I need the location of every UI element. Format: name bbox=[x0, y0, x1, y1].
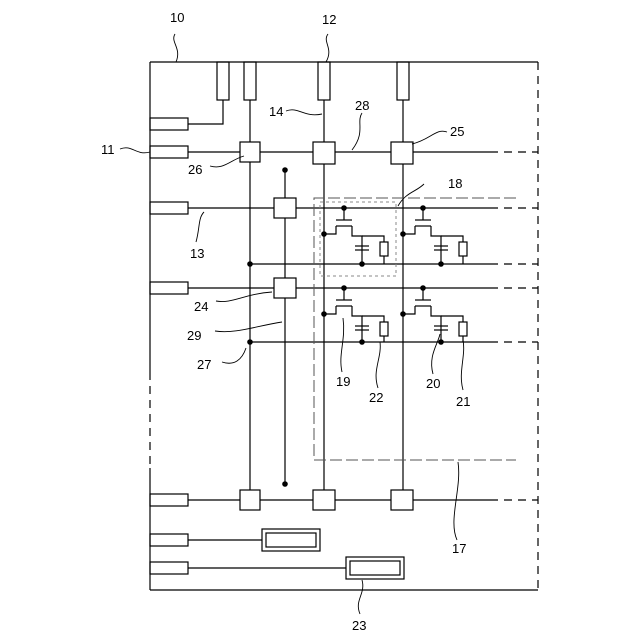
top-terminals bbox=[217, 62, 409, 100]
reference-labels: 10 12 11 14 28 25 26 18 13 24 29 27 19 2… bbox=[101, 10, 470, 633]
label-14: 14 bbox=[269, 104, 283, 119]
pixel-cell bbox=[403, 288, 467, 342]
label-12: 12 bbox=[322, 12, 336, 27]
left-terminals bbox=[150, 118, 188, 574]
pixel-cell bbox=[403, 208, 467, 264]
pixel-cell bbox=[324, 288, 388, 342]
label-22: 22 bbox=[369, 390, 383, 405]
label-11: 11 bbox=[101, 142, 115, 157]
label-13: 13 bbox=[190, 246, 204, 261]
label-23: 23 bbox=[352, 618, 366, 633]
switch-boxes bbox=[240, 142, 413, 510]
label-27: 27 bbox=[197, 357, 211, 372]
label-26: 26 bbox=[188, 162, 202, 177]
label-18: 18 bbox=[448, 176, 462, 191]
label-21: 21 bbox=[456, 394, 470, 409]
output-elements bbox=[262, 529, 404, 579]
label-29: 29 bbox=[187, 328, 201, 343]
leader-lines bbox=[120, 34, 464, 614]
label-25: 25 bbox=[450, 124, 464, 139]
label-19: 19 bbox=[336, 374, 350, 389]
pixel-cell bbox=[324, 208, 388, 264]
region-17 bbox=[314, 198, 516, 460]
label-20: 20 bbox=[426, 376, 440, 391]
label-10: 10 bbox=[170, 10, 184, 25]
label-24: 24 bbox=[194, 299, 208, 314]
label-17: 17 bbox=[452, 541, 466, 556]
label-28: 28 bbox=[355, 98, 369, 113]
